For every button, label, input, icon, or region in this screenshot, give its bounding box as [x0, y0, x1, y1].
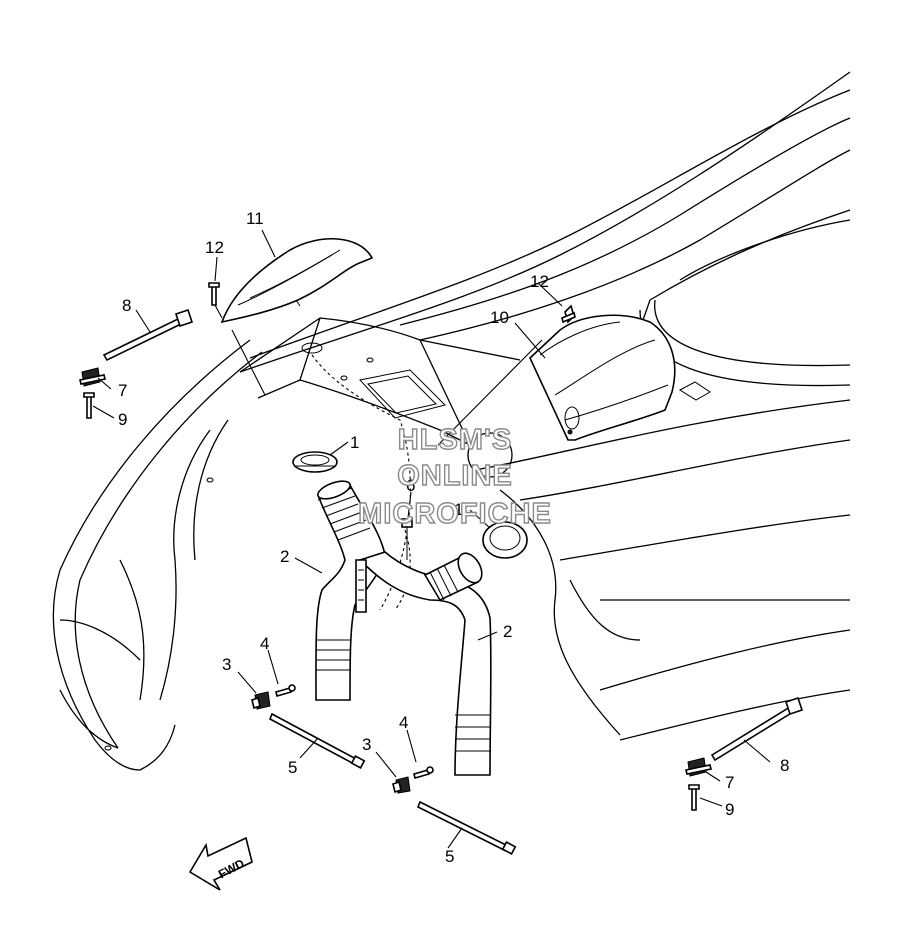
callout-1-right: 1: [454, 500, 463, 519]
rivet-part-4-mid: [413, 766, 434, 779]
hose-tie-clip: [355, 559, 367, 613]
leader-lines: [92, 229, 771, 849]
callout-11: 11: [246, 209, 264, 228]
rivet-part-9-left: [83, 392, 95, 419]
rivet-part-4-left: [275, 684, 296, 697]
clip-part-7-left: [79, 367, 106, 387]
callout-2-left: 2: [280, 547, 289, 566]
callout-12-left: 12: [205, 238, 224, 257]
cable-tie-part-5-left: [268, 712, 366, 769]
screw-part-12-right: [561, 304, 576, 324]
rivet-part-9-right: [688, 784, 700, 811]
callout-4-mid: 4: [399, 713, 408, 732]
hull-outline: [52, 71, 851, 771]
screw-part-12-left: [208, 282, 220, 306]
callout-12-right: 12: [530, 272, 549, 291]
callout-2-right: 2: [503, 622, 512, 641]
watermark-line-1: HLSM'S: [398, 424, 512, 456]
callout-7-left: 7: [118, 381, 127, 400]
callout-5-left: 5: [288, 758, 297, 777]
callout-3-mid: 3: [362, 735, 371, 754]
callout-9-left: 9: [118, 410, 127, 429]
callout-3-left: 3: [222, 655, 231, 674]
callout-8-right: 8: [780, 756, 789, 775]
watermark: HLSM'S ONLINE MICROFICHE: [357, 423, 552, 530]
callout-7-right: 7: [725, 773, 734, 792]
callout-8-left: 8: [122, 296, 131, 315]
holder-part-3-left: [251, 691, 271, 710]
hose-part-2-left: [315, 480, 386, 701]
callout-1-left: 1: [350, 433, 359, 452]
callout-9-right: 9: [725, 800, 734, 819]
callout-labels: 11 12 8 7 9 1 12 10 6 1 2 2 4 3 5 4 3 5 …: [118, 209, 789, 866]
grommet-part-1-left: [292, 451, 338, 473]
duct-cover-part-10: [529, 314, 676, 441]
callout-6: 6: [406, 476, 415, 495]
holder-part-3-mid: [392, 776, 411, 794]
cable-tie-part-8-right: [710, 696, 804, 762]
forward-direction-arrow: FWD: [188, 836, 253, 891]
cable-tie-part-5-mid: [416, 800, 517, 855]
clamp-part-6: [401, 518, 413, 560]
callout-10: 10: [490, 308, 509, 327]
hose-part-2-right: [358, 551, 492, 776]
callout-5-mid: 5: [445, 847, 454, 866]
clip-part-7-right: [685, 757, 712, 777]
watermark-line-2: ONLINE: [397, 460, 513, 492]
cable-tie-part-8-left: [102, 308, 194, 362]
watermark-line-3: MICROFICHE: [358, 498, 552, 530]
callout-4-left: 4: [260, 634, 269, 653]
cover-part-11: [220, 237, 374, 324]
grommet-part-1-right: [482, 521, 528, 559]
